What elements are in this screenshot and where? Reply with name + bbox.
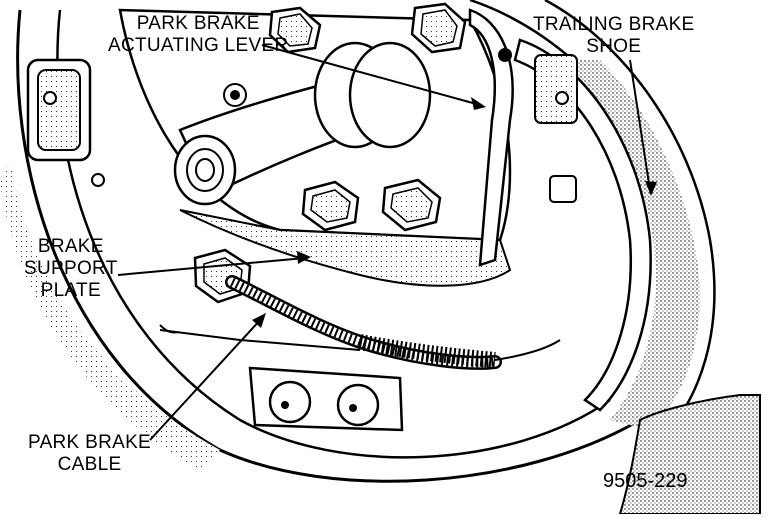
arrowhead-support-plate — [297, 251, 311, 264]
label-trailing-brake-shoe: TRAILING BRAKE SHOE — [533, 14, 695, 58]
label-line: TRAILING BRAKE — [533, 14, 695, 35]
adjuster-block — [248, 366, 404, 432]
label-line: PARK BRAKE — [136, 13, 260, 34]
arrowhead-cable — [252, 313, 266, 328]
bolt-top-right — [410, 2, 467, 54]
bolt-lower-right — [381, 178, 442, 232]
wheel-cylinder-bracket — [26, 58, 105, 187]
actuating-lever-shape — [468, 8, 514, 267]
bolt-top-left — [268, 6, 322, 54]
label-line: PARK BRAKE — [28, 432, 152, 453]
label-park-brake-actuating-lever: PARK BRAKE ACTUATING LEVER — [108, 13, 288, 57]
return-spring — [159, 324, 561, 368]
arrowhead-trailing-shoe — [645, 181, 657, 196]
label-line: SUPPORT — [24, 258, 118, 279]
trailing-brake-shoe-shape — [513, 38, 652, 412]
leader-cable — [149, 317, 263, 441]
label-line: SHOE — [586, 36, 642, 57]
label-park-brake-cable: PARK BRAKE CABLE — [28, 432, 151, 476]
leader-trailing-shoe — [629, 59, 651, 191]
label-brake-support-plate: BRAKE SUPPORT PLATE — [24, 236, 118, 302]
mounting-bolts — [193, 2, 467, 304]
label-line: CABLE — [57, 454, 122, 475]
label-line: BRAKE — [37, 236, 104, 257]
axle-spindle — [173, 41, 432, 206]
label-line: ACTUATING LEVER — [108, 35, 289, 56]
drum-shading — [0, 60, 761, 515]
leader-actuating-lever — [261, 44, 481, 106]
label-line: PLATE — [40, 280, 101, 301]
figure-number: 9505-229 — [603, 470, 688, 492]
leader-support-plate — [117, 257, 306, 276]
arrowhead-actuating-lever — [471, 97, 486, 110]
leader-lines — [117, 44, 657, 441]
bolt-lower-left — [301, 180, 360, 232]
